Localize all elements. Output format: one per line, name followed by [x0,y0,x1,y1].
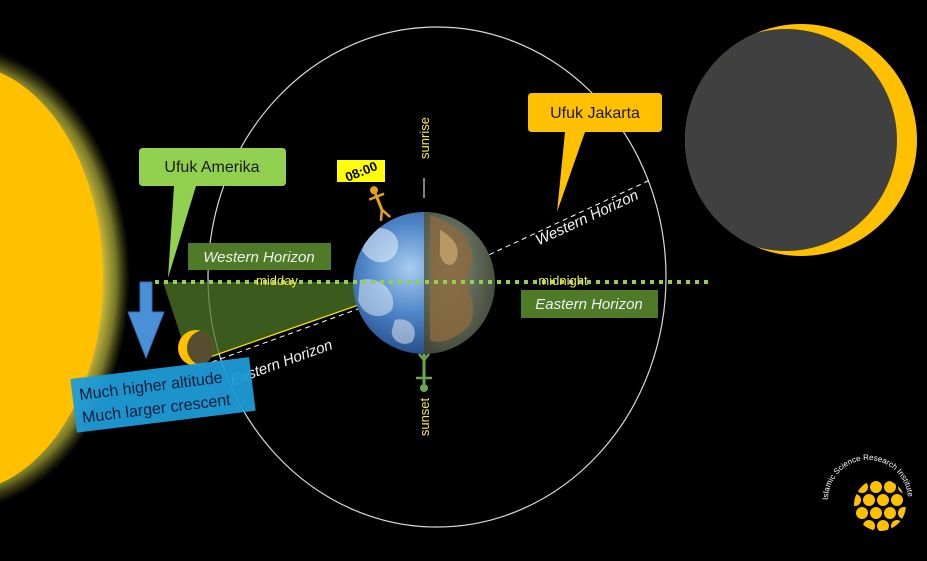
jakarta-callout: Ufuk Jakarta [528,93,662,212]
moon-orbit [207,26,667,528]
midnight-label: midnight [538,273,588,288]
institute-logo: Islamic Science Research Institute [821,453,915,531]
amerika-callout-label: Ufuk Amerika [164,159,259,176]
earth-icon [353,212,495,354]
sun-icon [0,52,130,504]
western-horizon-box-label: Western Horizon [203,249,314,266]
midday-label: midday [256,273,298,288]
crescent-moon-icon [685,24,917,256]
logo-text: Islamic Science Research Institute [821,453,915,500]
svg-text:Islamic Science Research Insti: Islamic Science Research Institute [821,453,915,500]
sunrise-label: sunrise [417,117,432,159]
eastern-horizon-line [211,284,425,363]
down-arrow-icon [127,281,165,360]
western-horizon-line [423,179,651,286]
jakarta-callout-label: Ufuk Jakarta [550,105,640,122]
western-horizon-box: Western Horizon [188,243,331,270]
western-horizon-line-label: Western Horizon [533,187,641,250]
eastern-horizon-box: Eastern Horizon [521,290,658,318]
amerika-callout: Ufuk Amerika [139,148,286,278]
crescent-moon-icon [178,330,214,366]
sunset-label: sunset [417,397,432,436]
person-icon: 08:00 [337,158,392,221]
eastern-horizon-box-label: Eastern Horizon [535,296,643,313]
person-icon [416,353,432,392]
